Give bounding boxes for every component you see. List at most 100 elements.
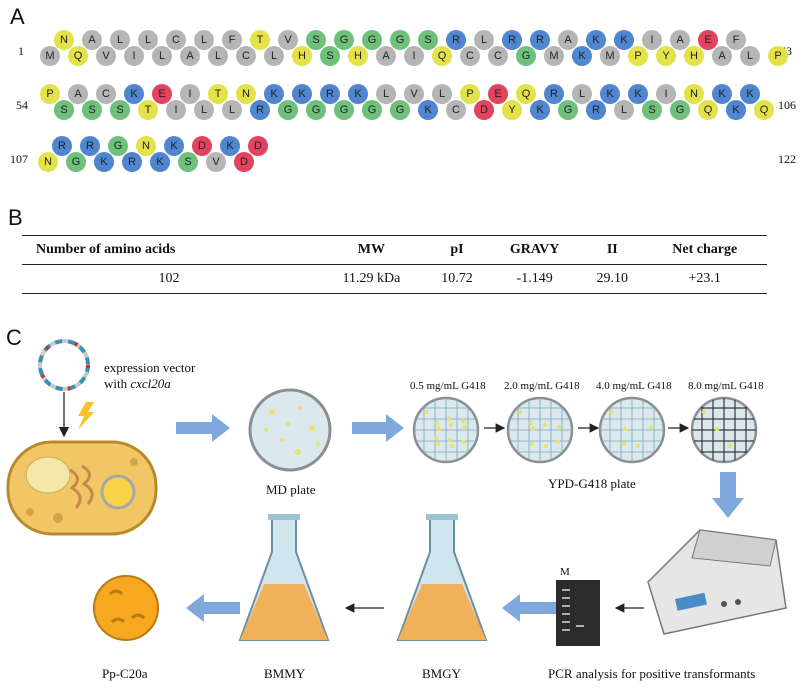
residue-row1_bot-26: P (768, 46, 788, 66)
vector-label: expression vector with cxcl20a (104, 360, 195, 392)
gel-icon (556, 580, 600, 646)
residue-row1_top-3: L (138, 30, 158, 50)
residue-row2_bot-1: S (82, 100, 102, 120)
residue-row1_top-2: L (110, 30, 130, 50)
residue-row2_bot-14: C (446, 100, 466, 120)
residue-row1_top-21: I (642, 30, 662, 50)
residue-row1_bot-10: S (320, 46, 340, 66)
pcr-machine-icon (647, 529, 787, 635)
pcr-label: PCR analysis for positive transformants (548, 666, 756, 681)
conc-label-3: 4.0 mg/mL G418 (596, 380, 672, 392)
conc-label-4: 8.0 mg/mL G418 (688, 380, 764, 392)
residue-row2_bot-5: L (194, 100, 214, 120)
table-header-row: Number of amino acids MW pI GRAVY II Net… (22, 235, 767, 265)
residue-row3_top-5: D (192, 136, 212, 156)
seq-num-107: 107 (10, 152, 28, 166)
cell-ii: 29.10 (582, 264, 643, 294)
ypd-plate-label: YPD-G418 plate (548, 476, 636, 491)
residue-row1_top-7: T (250, 30, 270, 50)
table-row: 102 11.29 kDa 10.72 -1.149 29.10 +23.1 (22, 264, 767, 294)
lightning-icon (78, 402, 94, 430)
residue-row2_top-11: K (348, 84, 368, 104)
residue-row2_bot-20: L (614, 100, 634, 120)
seq-num-1: 1 (18, 44, 24, 58)
residue-row3_top-6: K (220, 136, 240, 156)
residue-row1_top-17: R (530, 30, 550, 50)
residue-row2_bot-6: L (222, 100, 242, 120)
residue-row3_bot-2: K (94, 152, 114, 172)
yeast-cell-icon (6, 440, 158, 536)
residue-row2_bot-16: Y (502, 100, 522, 120)
col-pi: pI (426, 235, 488, 265)
residue-row2_bot-22: G (670, 100, 690, 120)
residue-row1_top-19: K (586, 30, 606, 50)
col-aa-count: Number of amino acids (22, 235, 316, 265)
residue-row1_bot-23: H (684, 46, 704, 66)
residue-row3_bot-1: G (66, 152, 86, 172)
residue-row2_bot-11: G (362, 100, 382, 120)
flow-arrows (176, 414, 744, 622)
ypd-plate-1 (412, 396, 480, 464)
residue-row1_bot-20: M (600, 46, 620, 66)
residue-row1_bot-12: A (376, 46, 396, 66)
residue-row2_top-24: K (712, 84, 732, 104)
residue-row1_bot-18: M (544, 46, 564, 66)
residue-row2_top-4: E (152, 84, 172, 104)
residue-row1_bot-7: C (236, 46, 256, 66)
residue-row1_bot-16: C (488, 46, 508, 66)
residue-row1_bot-21: P (628, 46, 648, 66)
residue-row1_top-6: F (222, 30, 242, 50)
residue-row1_bot-4: L (152, 46, 172, 66)
cell-mw: 11.29 kDa (315, 264, 427, 294)
residue-row1_bot-13: I (404, 46, 424, 66)
col-ii: II (582, 235, 643, 265)
cell-gravy: -1.149 (487, 264, 583, 294)
residue-row2_bot-9: G (306, 100, 326, 120)
panel-c-label: C (6, 325, 22, 350)
residue-row1_top-15: L (474, 30, 494, 50)
md-plate-icon (248, 388, 332, 472)
residue-row1_top-14: R (446, 30, 466, 50)
residue-row2_top-15: P (460, 84, 480, 104)
bmmy-label: BMMY (264, 666, 306, 681)
conc-label-2: 2.0 mg/mL G418 (504, 380, 580, 392)
residue-row2_top-22: I (656, 84, 676, 104)
residue-row3_bot-6: V (206, 152, 226, 172)
conc-label-1: 0.5 mg/mL G418 (410, 380, 486, 392)
col-mw: MW (315, 235, 427, 265)
product-label: Pp-C20a (102, 666, 148, 681)
residue-row2_top-17: Q (516, 84, 536, 104)
residue-row1_bot-25: L (740, 46, 760, 66)
md-plate-label: MD plate (266, 482, 316, 497)
residue-row2_top-9: K (292, 84, 312, 104)
residue-row1_bot-9: H (292, 46, 312, 66)
panel-a-label: A (10, 4, 25, 29)
residue-row2_top-16: E (488, 84, 508, 104)
residue-row1_top-20: K (614, 30, 634, 50)
residue-row3_top-0: R (52, 136, 72, 156)
residue-row2_top-5: I (180, 84, 200, 104)
residue-row2_top-14: L (432, 84, 452, 104)
residue-row1_top-10: G (334, 30, 354, 50)
residue-row1_top-8: V (278, 30, 298, 50)
seq-num-122: 122 (778, 152, 796, 166)
residue-row3_bot-0: N (38, 152, 58, 172)
residue-row1_bot-0: M (40, 46, 60, 66)
residue-row1_top-23: E (698, 30, 718, 50)
ypd-plates (412, 396, 758, 464)
seq-num-54: 54 (16, 98, 28, 112)
residue-row2_top-25: K (740, 84, 760, 104)
product-cell-icon (93, 575, 159, 641)
residue-row1_bot-19: K (572, 46, 592, 66)
residue-row3_bot-4: K (150, 152, 170, 172)
residue-row1_top-4: C (166, 30, 186, 50)
seq-num-106: 106 (778, 98, 796, 112)
residue-row2_top-2: C (96, 84, 116, 104)
col-net-charge: Net charge (642, 235, 767, 265)
plasmid-icon (38, 339, 90, 391)
residue-row2_top-7: N (236, 84, 256, 104)
vector-label-line1: expression vector (104, 360, 196, 375)
residue-row2_top-20: K (600, 84, 620, 104)
residue-row2_bot-21: S (642, 100, 662, 120)
